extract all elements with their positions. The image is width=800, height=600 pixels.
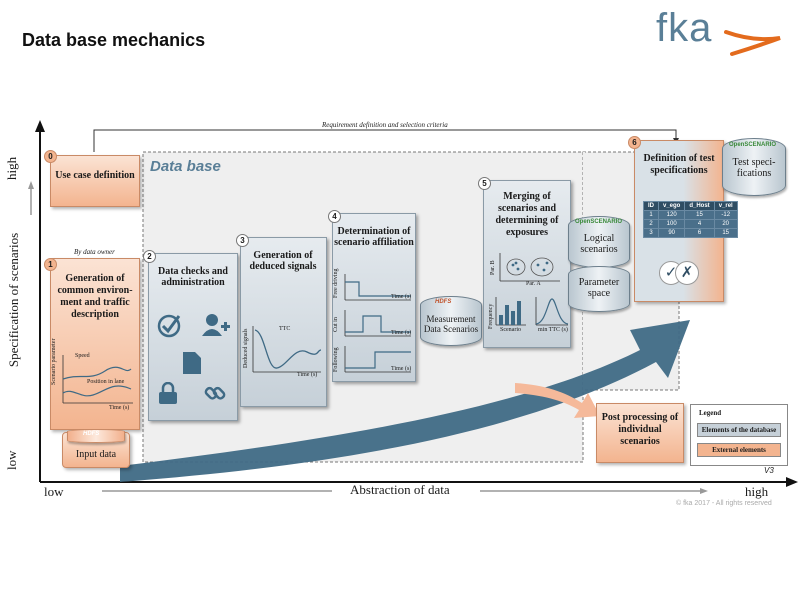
free-driving-x-label: Time (s) [391, 294, 412, 300]
affiliation-panel: Determination of scenario affiliation Fr… [332, 213, 416, 382]
legend-database-item: Elements of the database [697, 423, 781, 437]
x-axis-arrowhead [786, 477, 798, 487]
test-specifications-cylinder: OpenSCENARIO Test speci-fications [722, 138, 786, 196]
ttc-label: TTC [279, 326, 291, 332]
y-axis-label: Specification of scenarios [6, 232, 21, 368]
cut-in-label: Cut in [333, 317, 339, 332]
cut-in-x-label: Time (s) [391, 330, 412, 336]
y-low-label: low [4, 450, 19, 471]
ttc-y-label: Deduced signals [243, 328, 249, 369]
deduced-signals-label: Generation of deduced signals [249, 250, 317, 272]
step-6-badge: 6 [628, 136, 641, 149]
document-icon [183, 352, 201, 374]
fka-logo: fka [656, 6, 712, 51]
ttc-chart [252, 326, 322, 373]
use-case-label: Use case definition [55, 170, 135, 181]
test-spec-definition-label: Definition of test specifications [643, 153, 715, 176]
merging-panel: Merging of scenarios and determining of … [483, 180, 571, 348]
common-env-label: Generation of common environ-ment and tr… [57, 273, 133, 320]
par-b-label: Par. B [490, 260, 496, 275]
post-processing-arrow [515, 383, 600, 418]
version-label: V3 [764, 466, 774, 475]
scenario-axis-label: Scenario [500, 327, 521, 333]
logo-text: fka [656, 6, 713, 50]
parameter-space-label: Parameter space [578, 277, 620, 299]
copyright-label: © fka 2017 - All rights reserved [676, 500, 772, 507]
measurement-hdfs-label: HDFS [435, 299, 452, 305]
table-header: v_rel [713, 201, 738, 211]
affiliation-label: Determination of scenario affiliation [334, 226, 414, 248]
requirement-label: Requirement definition and selection cri… [322, 121, 448, 129]
step-0-badge: 0 [44, 150, 57, 163]
common-env-y-label: Scenario parameter [51, 338, 57, 385]
speed-label: Speed [75, 353, 90, 359]
x-axis-label: Abstraction of data [350, 482, 450, 497]
data-checks-label: Data checks and administration [157, 266, 228, 288]
common-env-x-label: Time (s) [109, 405, 130, 411]
link-icon [204, 386, 226, 400]
legend: Legend Elements of the database External… [690, 404, 788, 466]
by-data-owner-label: By data owner [74, 248, 115, 256]
parameter-space-cylinder: Parameter space [568, 266, 630, 312]
table-header: d_Host [684, 201, 715, 211]
test-specs-brand-label: OpenSCENARIO [729, 142, 777, 148]
x-high-label: high [745, 484, 769, 499]
min-ttc-label: min TTC (s) [538, 327, 568, 333]
common-env-box: Generation of common environ-ment and tr… [50, 258, 140, 430]
table-header: v_ego [657, 201, 686, 211]
input-hdfs-label: HDFS [83, 431, 100, 437]
measurement-cylinder: HDFS Measurement Data Scenarios [420, 296, 482, 346]
logo-swoosh-icon [724, 30, 781, 56]
input-data-box: HDFS Input data [62, 429, 130, 468]
position-label: Position in lane [87, 379, 125, 385]
legend-external-item: External elements [697, 443, 781, 457]
y-high-label: high [4, 156, 19, 180]
affiliation-charts [344, 274, 411, 373]
main-progress-arrow [120, 320, 690, 482]
post-processing-box: Post processing of individual scenarios [596, 403, 684, 463]
checkmark-badge-icon [157, 314, 181, 338]
post-processing-label: Post processing of individual scenarios [601, 412, 679, 447]
measurement-label: Measurement Data Scenarios [423, 314, 479, 334]
step-2-badge: 2 [143, 250, 156, 263]
cross-icon: ✗ [675, 261, 699, 285]
free-driving-label: Free driving [333, 268, 339, 299]
exposure-charts [495, 297, 569, 326]
use-case-box: Use case definition [50, 155, 140, 207]
page-title: Data base mechanics [22, 30, 206, 50]
merging-label: Merging of scenarios and determining of … [495, 191, 559, 238]
step-5-badge: 5 [478, 177, 491, 190]
following-label: Following [333, 347, 339, 372]
test-spec-definition-box: Definition of test specifications ID v_e… [634, 140, 738, 302]
step-4-badge: 4 [328, 210, 341, 223]
deduced-signals-panel: Generation of deduced signals TTC Time (… [240, 237, 327, 407]
data-checks-panel: Data checks and administration [148, 253, 238, 421]
logical-scenarios-cylinder: OpenSCENARIO Logical scenarios [568, 216, 630, 268]
scatter-cluster-chart [499, 253, 560, 282]
ttc-x-label: Time (s) [297, 372, 318, 378]
common-env-chart [62, 355, 133, 404]
database-title: Data base [150, 158, 221, 175]
requirement-arrow [93, 129, 677, 152]
legend-title: Legend [699, 409, 722, 417]
following-x-label: Time (s) [391, 366, 412, 372]
x-low-label: low [44, 484, 64, 499]
test-specifications-label: Test speci-fications [732, 157, 776, 179]
logical-brand-label: OpenSCENARIO [575, 219, 623, 225]
step-3-badge: 3 [236, 234, 249, 247]
table-header: ID [643, 201, 659, 211]
lock-icon [159, 382, 177, 404]
y-axis-arrowhead [35, 120, 45, 132]
step-1-badge: 1 [44, 258, 57, 271]
par-a-label: Par. A [526, 281, 541, 287]
add-user-icon [202, 314, 230, 336]
logical-scenarios-label: Logical scenarios [580, 233, 618, 255]
input-data-label: Input data [75, 449, 117, 460]
frequency-label: Frequency [488, 303, 494, 329]
